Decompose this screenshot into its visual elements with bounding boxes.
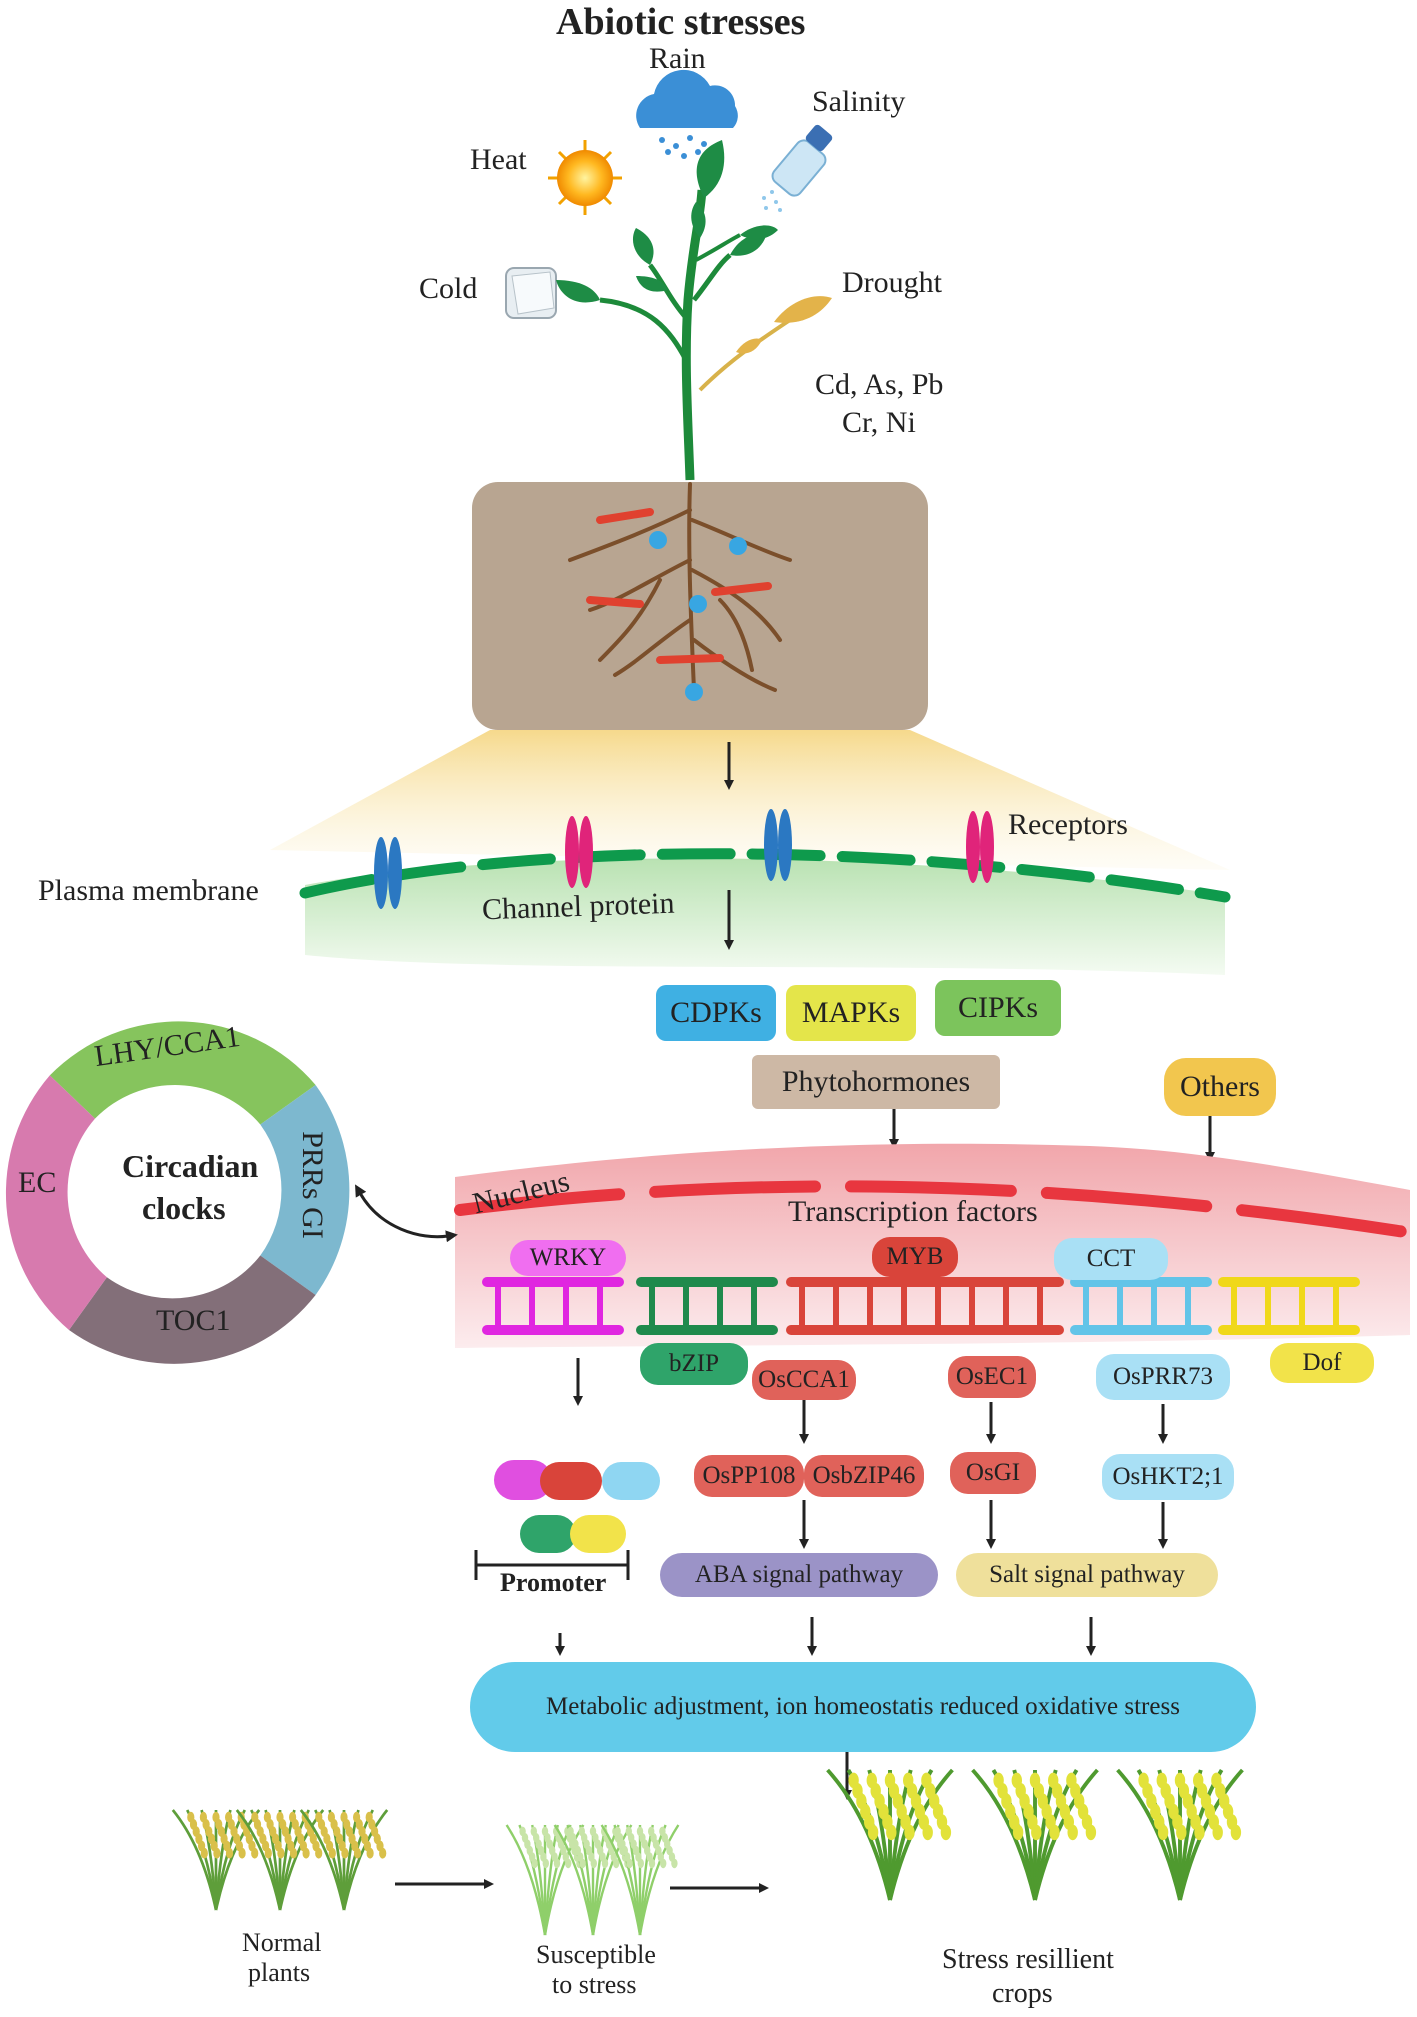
plant-illustration bbox=[556, 140, 832, 481]
label-toc1: TOC1 bbox=[156, 1304, 231, 1337]
phytohormones-box: Phytohormones bbox=[752, 1055, 1000, 1109]
segment-lhy-cca1 bbox=[49, 1021, 316, 1125]
tf-label: Transcription factors bbox=[788, 1195, 1038, 1228]
stress-rain: Rain bbox=[649, 42, 706, 75]
stress-metals-1: Cd, As, Pb bbox=[815, 368, 944, 401]
tf-dof: Dof bbox=[1270, 1343, 1374, 1383]
gene-oscca1: OsCCA1 bbox=[752, 1360, 856, 1400]
page-title: Abiotic stresses bbox=[556, 1, 806, 43]
gene-osprr73: OsPRR73 bbox=[1096, 1354, 1230, 1400]
susceptible-1: Susceptible bbox=[536, 1940, 656, 1969]
sun-icon bbox=[548, 140, 622, 215]
outcome-text: Metabolic adjustment, ion homeostatis re… bbox=[546, 1693, 1180, 1720]
flow-arrows bbox=[395, 742, 1215, 1893]
tf-wrky: WRKY bbox=[510, 1240, 626, 1276]
kinase-cdpks: CDPKs bbox=[656, 985, 776, 1041]
segment-toc1 bbox=[69, 1255, 316, 1364]
stress-heat: Heat bbox=[470, 143, 527, 176]
rain-cloud-icon bbox=[636, 69, 738, 159]
resilient-2: crops bbox=[992, 1978, 1053, 2009]
label-ec: EC bbox=[18, 1166, 57, 1199]
label-prrs-gi: PRRs GI bbox=[295, 1131, 329, 1239]
channel-proteins bbox=[374, 809, 792, 909]
nuclear-envelope bbox=[454, 1180, 1411, 1238]
plasma-membrane-label: Plasma membrane bbox=[38, 874, 259, 907]
stress-drought: Drought bbox=[842, 266, 942, 299]
stress-cold: Cold bbox=[419, 272, 478, 305]
channel-protein-label: Channel protein bbox=[481, 886, 675, 927]
circadian-center-2: clocks bbox=[142, 1190, 226, 1226]
tf-bzip: bZIP bbox=[640, 1343, 748, 1385]
normal-plants-1: Normal bbox=[242, 1928, 322, 1957]
normal-plants-2: plants bbox=[248, 1958, 311, 1987]
receptors-label: Receptors bbox=[1008, 808, 1128, 841]
clock-nucleus-double-arrow bbox=[355, 1184, 458, 1243]
outcome-box bbox=[470, 1662, 1256, 1752]
root-stress-marks bbox=[586, 508, 772, 701]
kinase-mapks: MAPKs bbox=[786, 985, 916, 1041]
circadian-clock-ring bbox=[5, 1021, 350, 1364]
kinase-cipks: CIPKs bbox=[935, 980, 1061, 1036]
tf-myb: MYB bbox=[872, 1237, 958, 1277]
gene-oshkt21: OsHKT2;1 bbox=[1102, 1454, 1234, 1500]
aba-pathway: ABA signal pathway bbox=[660, 1553, 938, 1597]
susceptible-2: to stress bbox=[552, 1970, 637, 1999]
promoter-elements bbox=[494, 1460, 660, 1553]
salt-shaker-icon bbox=[762, 124, 833, 212]
circadian-center-1: Circadian bbox=[122, 1148, 259, 1184]
resilient-1: Stress resillient bbox=[942, 1944, 1114, 1975]
gene-osec1: OsEC1 bbox=[948, 1356, 1036, 1398]
plasma-membrane-line bbox=[299, 848, 1231, 903]
ice-cube-icon bbox=[505, 267, 557, 319]
promoter-bracket bbox=[474, 1550, 630, 1580]
receptor-proteins bbox=[565, 811, 994, 888]
rice-plants bbox=[171, 1768, 1244, 1936]
segment-ec bbox=[5, 1075, 107, 1330]
tf-dna-ladder bbox=[482, 1277, 1360, 1335]
promoter-label: Promoter bbox=[500, 1568, 607, 1597]
cell-interior bbox=[305, 858, 1225, 975]
gene-ospp108: OsPP108 bbox=[694, 1455, 804, 1497]
tf-cct: CCT bbox=[1054, 1238, 1168, 1280]
salt-pathway: Salt signal pathway bbox=[956, 1553, 1218, 1597]
stress-metals-2: Cr, Ni bbox=[842, 406, 916, 439]
segment-prrs-gi bbox=[260, 1085, 350, 1295]
gene-osgi: OsGI bbox=[950, 1452, 1036, 1494]
others-box: Others bbox=[1164, 1058, 1276, 1116]
stress-salinity: Salinity bbox=[812, 85, 906, 118]
gene-osbzip46: OsbZIP46 bbox=[804, 1455, 924, 1497]
